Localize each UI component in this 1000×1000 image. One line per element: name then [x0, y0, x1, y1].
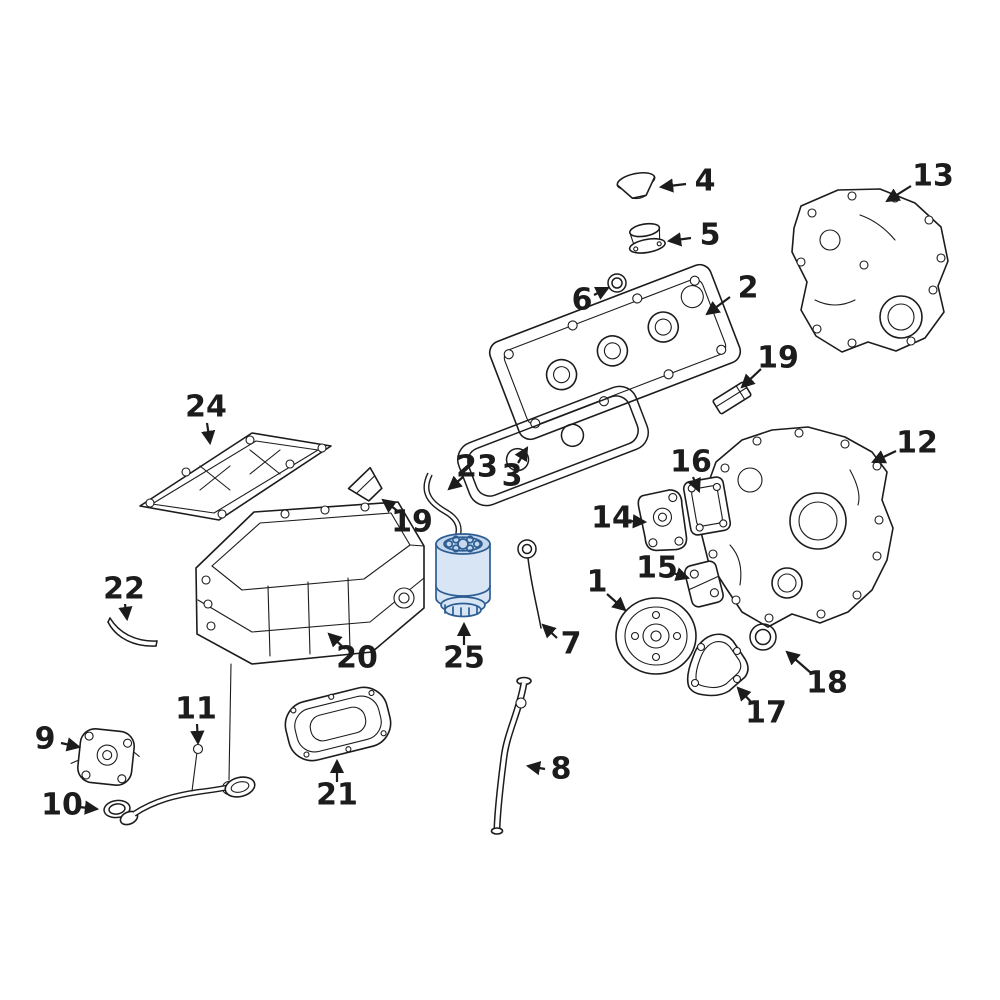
- oil-filter-part-25[interactable]: [435, 533, 491, 618]
- callout-arrow-16: [687, 476, 701, 493]
- callout-label-8[interactable]: 8: [551, 752, 572, 787]
- oil-filler-cap-part-4: [616, 171, 656, 200]
- callout-arrow-7: [541, 623, 558, 639]
- cover-plate-part-16: [682, 476, 732, 536]
- callout-label-20[interactable]: 20: [336, 641, 378, 676]
- oil-pump-part-9: [70, 728, 140, 786]
- callout-label-12[interactable]: 12: [896, 426, 938, 461]
- valve-cover-part-2: [488, 263, 742, 441]
- callout-label-25[interactable]: 25: [443, 641, 485, 676]
- callout-label-3[interactable]: 3: [502, 459, 523, 494]
- callout-arrow-10: [78, 800, 100, 815]
- callout-arrow-22: [118, 603, 133, 622]
- callout-arrow-8: [525, 761, 546, 776]
- cover-gasket-part-17: [686, 633, 749, 697]
- callout-arrow-14: [627, 514, 648, 529]
- dipstick-tube-part-8: [490, 676, 532, 835]
- callout-arrow-19-left: [381, 498, 400, 514]
- callout-label-14[interactable]: 14: [591, 501, 633, 536]
- bracket-part-15: [684, 560, 724, 608]
- callout-label-2[interactable]: 2: [738, 271, 759, 306]
- callout-arrow-1: [606, 593, 627, 612]
- o-ring-part-6: [607, 273, 627, 293]
- crankshaft-pulley-part-1: [615, 597, 697, 675]
- callout-arrow-6: [593, 287, 610, 300]
- valve-cover-gasket-part-3: [456, 385, 650, 507]
- callout-label-15[interactable]: 15: [636, 551, 678, 586]
- callout-arrow-3: [514, 446, 529, 464]
- callout-label-22[interactable]: 22: [103, 572, 145, 607]
- callout-arrow-2: [705, 296, 731, 316]
- callout-label-19-right[interactable]: 19: [757, 341, 799, 376]
- callout-arrow-5: [666, 232, 692, 247]
- oil-pickup-tube-part-11: [119, 743, 256, 826]
- callout-arrow-19-right: [740, 368, 762, 389]
- oil-filler-neck-part-5: [628, 222, 666, 254]
- callout-label-21[interactable]: 21: [316, 778, 358, 813]
- callout-label-10[interactable]: 10: [41, 788, 83, 823]
- pump-housing-part-14: [637, 489, 688, 552]
- o-ring-part-10: [103, 799, 131, 819]
- callout-arrow-23: [447, 475, 464, 491]
- callout-arrow-15: [672, 567, 691, 581]
- callout-label-23[interactable]: 23: [456, 450, 498, 485]
- baffle-plate-part-24: [139, 432, 332, 521]
- callout-arrow-11: [190, 723, 205, 746]
- timing-cover-upper-part-13: [791, 188, 949, 353]
- callout-label-4[interactable]: 4: [695, 164, 716, 199]
- callout-label-1[interactable]: 1: [587, 565, 608, 600]
- callout-label-5[interactable]: 5: [700, 218, 721, 253]
- callout-label-7[interactable]: 7: [561, 627, 582, 662]
- callout-arrow-13: [885, 185, 912, 203]
- callout-arrow-20: [327, 632, 346, 650]
- callout-label-18[interactable]: 18: [806, 666, 848, 701]
- callout-label-17[interactable]: 17: [745, 696, 787, 731]
- callout-label-9[interactable]: 9: [35, 722, 56, 757]
- bracket-part-19-left: [347, 466, 383, 502]
- callout-arrow-17: [736, 686, 754, 705]
- callout-arrow-4: [658, 178, 687, 193]
- oil-pan-lower-part-21: [284, 686, 392, 762]
- timing-cover-part-12: [699, 426, 894, 628]
- dipstick-part-7: [517, 539, 542, 629]
- callout-arrow-18: [785, 650, 812, 674]
- callout-label-24[interactable]: 24: [185, 390, 227, 425]
- seal-part-18: [749, 623, 777, 651]
- callout-arrow-9: [60, 737, 82, 752]
- callout-arrow-24: [201, 422, 216, 446]
- bracket-part-19-right: [712, 381, 752, 415]
- hose-part-23: [423, 472, 462, 540]
- callout-arrow-12: [871, 450, 897, 464]
- callout-label-11[interactable]: 11: [175, 692, 217, 727]
- gasket-part-22: [107, 617, 158, 647]
- oil-pan-upper-part-20: [195, 501, 425, 796]
- callout-label-16[interactable]: 16: [670, 445, 712, 480]
- callout-label-6[interactable]: 6: [572, 283, 593, 318]
- callout-label-13[interactable]: 13: [912, 159, 954, 194]
- callout-label-19-left[interactable]: 19: [391, 505, 433, 540]
